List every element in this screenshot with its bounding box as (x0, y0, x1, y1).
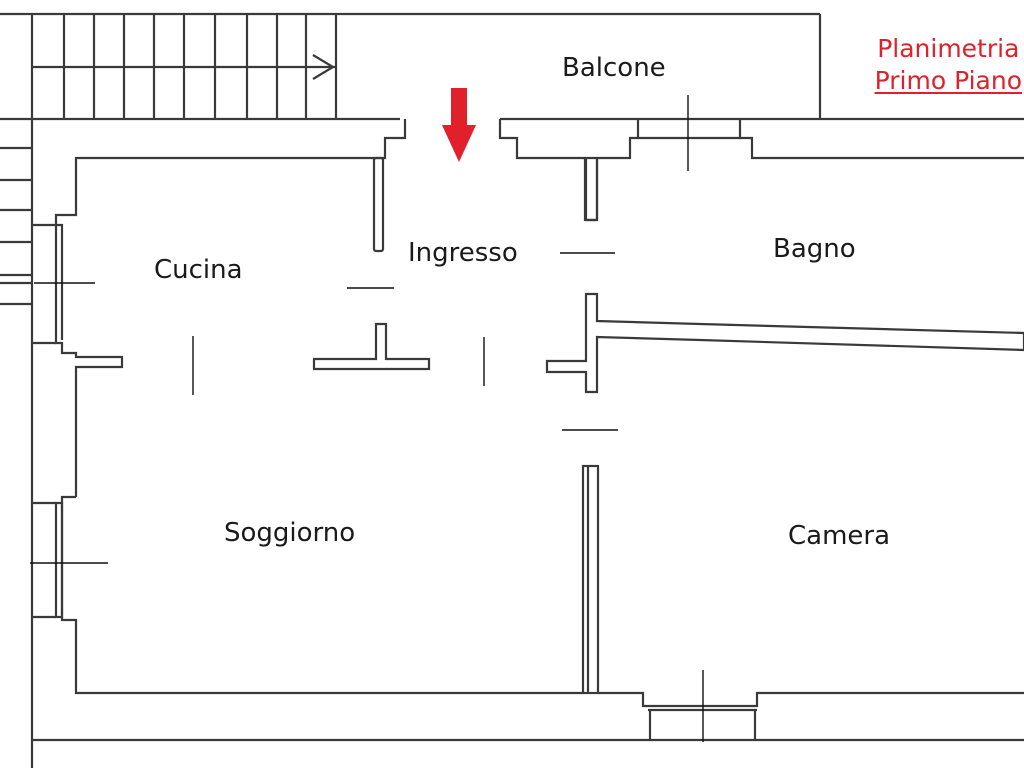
room-label-soggiorno: Soggiorno (224, 518, 356, 548)
entrance-arrow-icon (442, 88, 476, 162)
plan-title-line1: Planimetria (877, 34, 1020, 63)
room-label-cucina: Cucina (154, 255, 243, 285)
plan-title: Planimetria Primo Piano (875, 33, 1022, 97)
room-label-balcone: Balcone (562, 53, 666, 83)
room-label-bagno: Bagno (773, 234, 856, 264)
stair-direction-arrow-icon (312, 54, 336, 80)
door-markers (30, 95, 704, 742)
exterior-walls (32, 119, 1024, 742)
plan-title-line2: Primo Piano (874, 66, 1022, 95)
room-label-camera: Camera (788, 521, 891, 551)
balcony (500, 14, 1024, 121)
staircase (0, 12, 820, 768)
interior-walls (312, 156, 1024, 695)
room-label-ingresso: Ingresso (408, 238, 518, 268)
